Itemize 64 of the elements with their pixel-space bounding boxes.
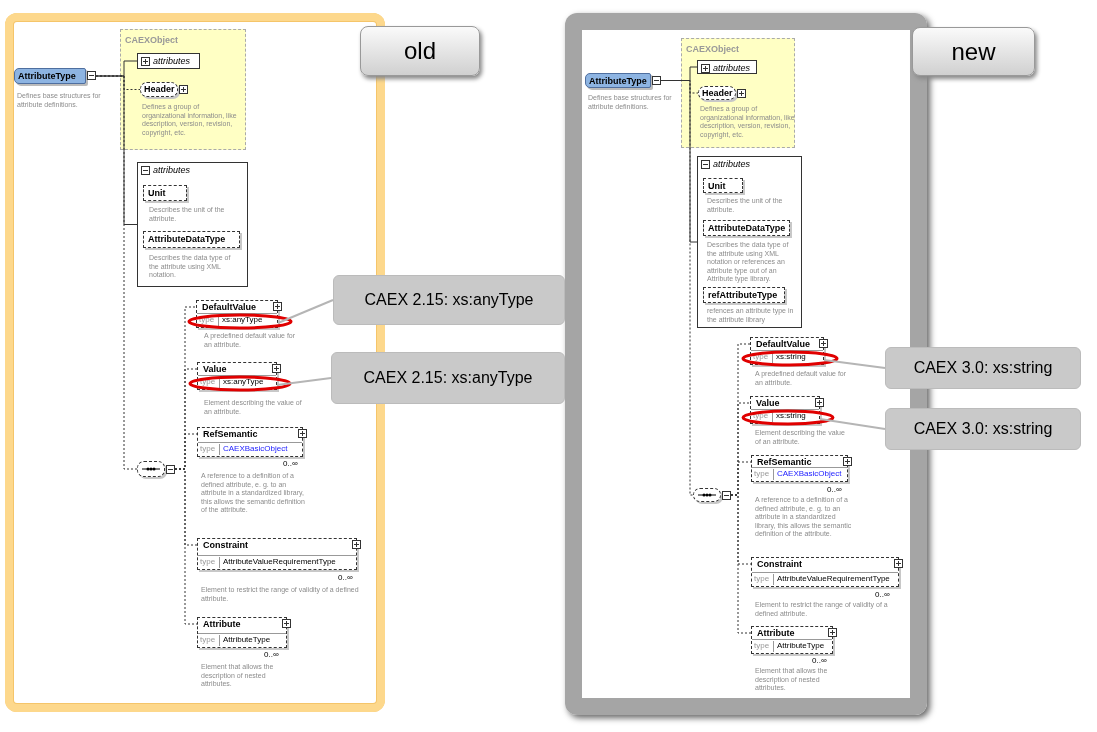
attributes-group-box bbox=[137, 162, 248, 287]
type-label: type bbox=[200, 635, 216, 644]
type-label: type bbox=[200, 444, 216, 453]
element-name: DefaultValue bbox=[756, 339, 811, 349]
group-title: attributes bbox=[153, 56, 191, 66]
connector-line bbox=[95, 75, 138, 470]
element-name: Attribute bbox=[757, 628, 795, 638]
element-name: Constraint bbox=[203, 540, 248, 550]
multiplicity-label: 0..∞ bbox=[812, 656, 827, 665]
type-value: xs:string bbox=[772, 352, 806, 363]
type-value: xs:anyType bbox=[218, 315, 263, 326]
element-name: Value bbox=[203, 364, 227, 374]
connector-line bbox=[95, 75, 138, 225]
element-name: Value bbox=[756, 398, 780, 408]
type-box: AttributeType bbox=[585, 73, 651, 88]
element-name: RefSemantic bbox=[203, 429, 258, 439]
type-value: AttributeValueRequirementType bbox=[219, 557, 336, 568]
type-value: AttributeType bbox=[219, 635, 271, 646]
group-title: attributes bbox=[713, 63, 751, 73]
group-box bbox=[681, 38, 795, 148]
element-name: Attribute bbox=[203, 619, 241, 629]
attribute-box: Unit bbox=[143, 185, 187, 201]
label-tab: new bbox=[912, 27, 1035, 76]
type-box: AttributeType bbox=[14, 68, 86, 84]
attribute-box: Unit bbox=[703, 178, 743, 193]
label-tab: old bbox=[360, 26, 480, 76]
group-title: attributes bbox=[153, 165, 191, 175]
callout-bubble: CAEX 2.15: xs:anyType bbox=[333, 275, 565, 325]
element-name: RefSemantic bbox=[757, 457, 812, 467]
multiplicity-label: 0..∞ bbox=[827, 485, 842, 494]
group-title: CAEXObject bbox=[125, 35, 178, 45]
type-value: CAEXBasicObject bbox=[773, 469, 842, 480]
type-label: type bbox=[754, 574, 770, 583]
attributes-box bbox=[697, 60, 757, 74]
callout-bubble: CAEX 3.0: xs:string bbox=[885, 347, 1081, 389]
type-label: type bbox=[754, 469, 770, 478]
type-value: AttributeValueRequirementType bbox=[773, 574, 890, 585]
attribute-box: AttributeDataType bbox=[703, 220, 790, 236]
element-name: Constraint bbox=[757, 559, 802, 569]
attribute-box: AttributeDataType bbox=[143, 231, 240, 248]
type-value: xs:string bbox=[772, 411, 806, 422]
callout-bubble: CAEX 3.0: xs:string bbox=[885, 408, 1081, 450]
group-title: attributes bbox=[713, 159, 751, 169]
type-value: CAEXBasicObject bbox=[219, 444, 288, 455]
element-name: DefaultValue bbox=[202, 302, 257, 312]
group-reference-box: Header bbox=[140, 82, 178, 97]
multiplicity-label: 0..∞ bbox=[875, 590, 890, 599]
type-label: type bbox=[200, 557, 216, 566]
type-value: AttributeType bbox=[773, 641, 825, 652]
type-value: xs:anyType bbox=[219, 377, 264, 388]
connector-line bbox=[730, 494, 752, 634]
multiplicity-label: 0..∞ bbox=[338, 573, 353, 582]
group-box bbox=[120, 29, 246, 150]
attribute-box: refAttributeType bbox=[703, 287, 785, 303]
multiplicity-label: 0..∞ bbox=[264, 650, 279, 659]
group-title: CAEXObject bbox=[686, 44, 739, 54]
multiplicity-label: 0..∞ bbox=[283, 459, 298, 468]
attributes-group-box bbox=[697, 156, 802, 328]
callout-bubble: CAEX 2.15: xs:anyType bbox=[331, 352, 565, 404]
type-label: type bbox=[754, 641, 770, 650]
type-label: type bbox=[753, 411, 769, 420]
attributes-box bbox=[137, 53, 200, 69]
type-label: type bbox=[753, 352, 769, 361]
group-reference-box: Header bbox=[698, 86, 736, 100]
